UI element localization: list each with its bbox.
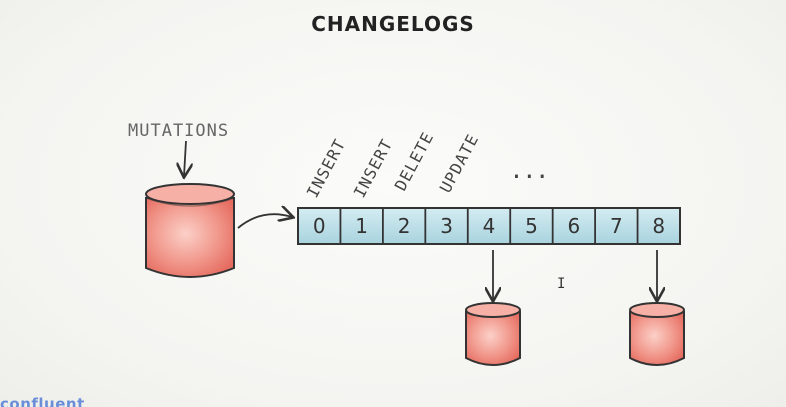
log-offset-2: 2 (398, 214, 411, 238)
text-cursor-icon: I (557, 276, 565, 292)
log-offset-3: 3 (440, 214, 453, 238)
op-label-insert-1: INSERT (303, 136, 350, 201)
op-label-delete: DELETE (391, 129, 438, 194)
log-offset-4: 4 (483, 214, 496, 238)
changelog-log: 0 1 2 3 4 5 6 7 8 (297, 207, 681, 245)
log-offset-8: 8 (652, 214, 665, 238)
replica-database-2 (629, 302, 685, 366)
more-ellipsis: ... (512, 152, 551, 185)
op-label-update: UPDATE (436, 131, 483, 196)
op-label-insert-2: INSERT (350, 136, 397, 201)
mutations-arrow (184, 140, 186, 176)
page-title: CHANGELOGS (311, 12, 475, 36)
log-offset-5: 5 (525, 214, 538, 238)
log-offset-0: 0 (313, 214, 326, 238)
log-cell-dividers (339, 208, 639, 244)
log-offset-6: 6 (568, 214, 581, 238)
brand-logo: confluent (0, 395, 85, 407)
log-cell-labels: 0 1 2 3 4 5 6 7 8 (313, 214, 665, 238)
mutations-label: MUTATIONS (128, 121, 229, 141)
replica-database-1 (465, 302, 521, 366)
log-offset-7: 7 (610, 214, 623, 238)
log-offset-1: 1 (355, 214, 368, 238)
db-to-log-arrow (237, 214, 292, 229)
source-database (145, 183, 235, 278)
